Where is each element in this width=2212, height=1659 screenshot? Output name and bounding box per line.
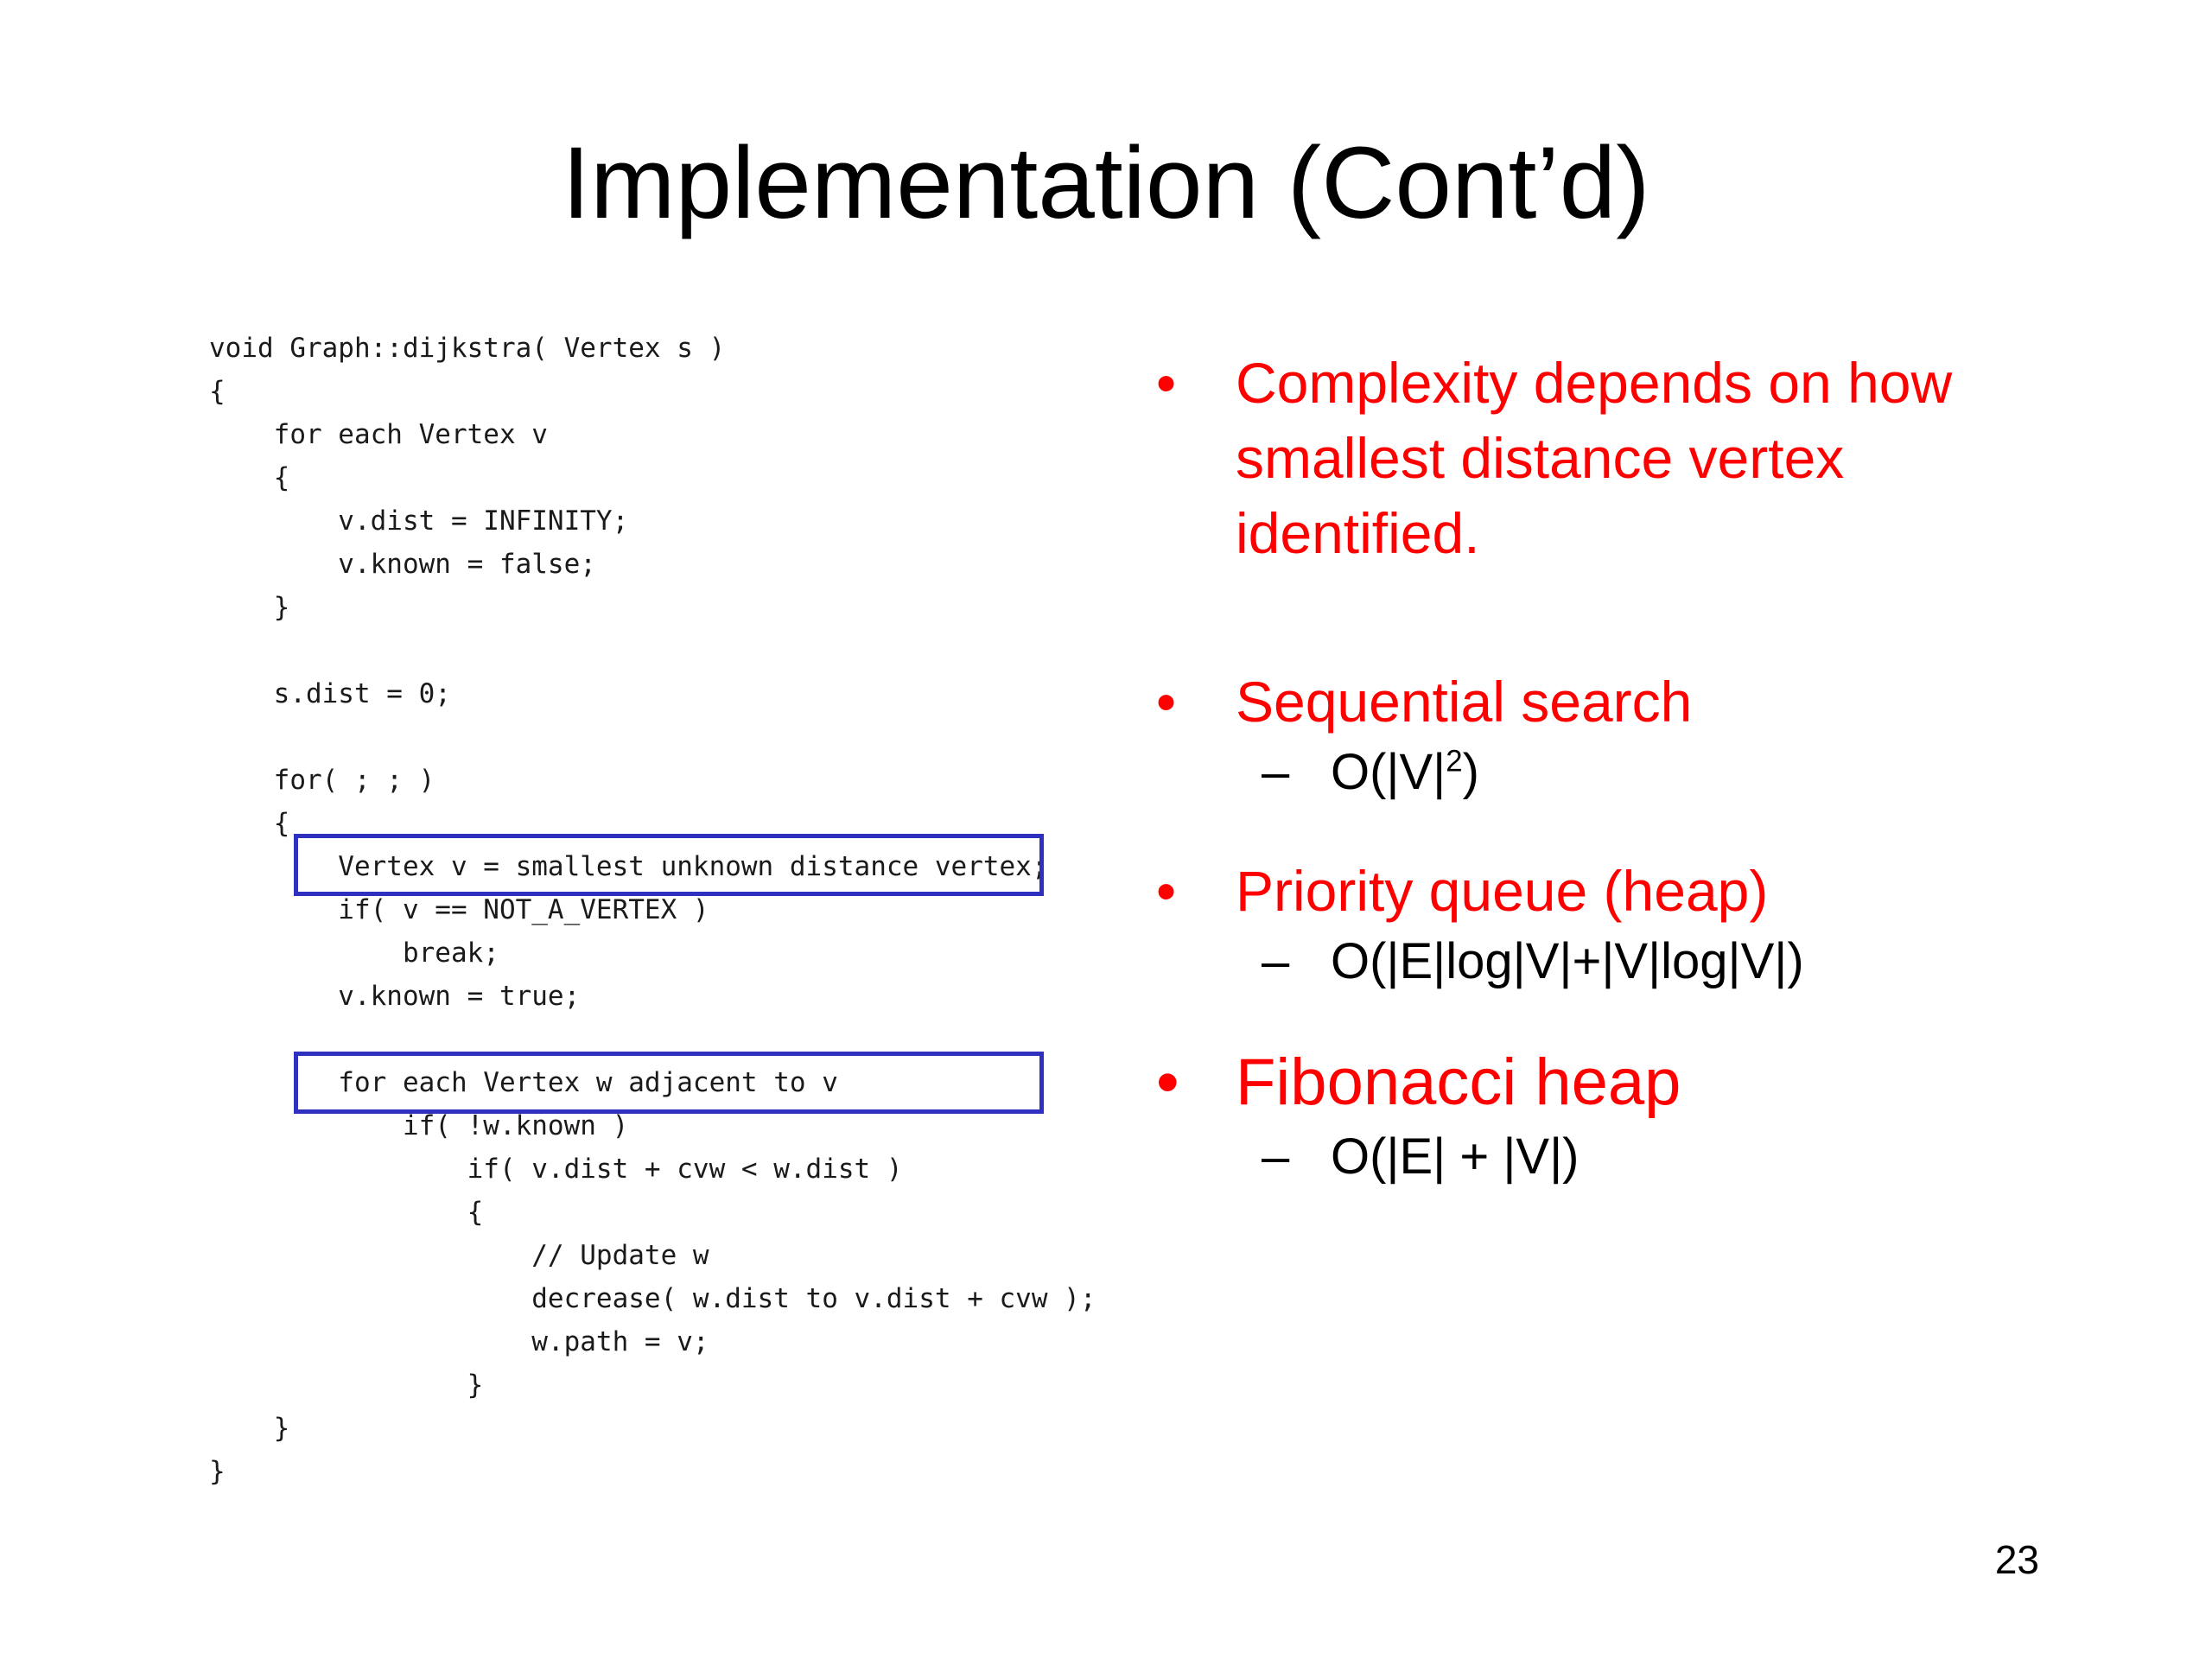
code-line: v.known = false; xyxy=(209,549,596,580)
code-line-highlighted: for each Vertex w adjacent to v xyxy=(209,1067,838,1098)
code-line: w.path = v; xyxy=(209,1326,709,1357)
code-line: } xyxy=(209,1413,290,1444)
bullet-text-line: Fibonacci heap xyxy=(1236,1046,1681,1119)
highlight-box-adjacent-loop xyxy=(294,1052,1044,1114)
code-line: v.dist = INFINITY; xyxy=(209,505,629,537)
highlight-box-smallest-vertex xyxy=(294,834,1044,896)
complexity-exponent: 2 xyxy=(1446,744,1463,779)
bullet-dot-icon: • xyxy=(1156,859,1177,923)
code-line: } xyxy=(209,1456,226,1487)
code-line: if( v.dist + cvw < w.dist ) xyxy=(209,1154,903,1185)
bullet-text-line: Complexity depends on how xyxy=(1236,351,1953,415)
dash-icon: – xyxy=(1262,1128,1290,1185)
dash-icon: – xyxy=(1262,933,1290,989)
sub-bullet-sequential: – O(|V|2) xyxy=(1141,740,2108,805)
code-line xyxy=(209,629,1096,672)
code-line: // Update w xyxy=(209,1240,709,1271)
code-line xyxy=(209,715,1096,759)
code-line: if( !w.known ) xyxy=(209,1110,629,1141)
complexity-text: O(|E| + |V|) xyxy=(1331,1128,1580,1185)
code-line: void Graph::dijkstra( Vertex s ) xyxy=(209,333,726,364)
page-number: 23 xyxy=(1994,1537,2039,1582)
bullet-text-line: identified. xyxy=(1236,501,1480,565)
bullet-text-line: smallest distance vertex xyxy=(1236,426,1845,490)
code-line: { xyxy=(209,376,226,407)
code-line-highlighted: Vertex v = smallest unknown distance ver… xyxy=(209,851,1048,882)
code-line: break; xyxy=(209,938,499,969)
bullet-text-line: Sequential search xyxy=(1236,670,1693,734)
code-line: { xyxy=(209,1197,484,1228)
code-line: } xyxy=(209,592,290,623)
code-line: } xyxy=(209,1370,484,1401)
code-line: v.known = true; xyxy=(209,981,581,1012)
bullet-complexity: • Complexity depends on how smallest dis… xyxy=(1141,346,2108,571)
bullet-fibonacci-heap: • Fibonacci heap xyxy=(1141,1041,2108,1124)
complexity-text: O(|E|log|V|+|V|log|V|) xyxy=(1331,933,1804,989)
bullet-dot-icon: • xyxy=(1156,1046,1179,1119)
sub-bullet-fibonacci: – O(|E| + |V|) xyxy=(1141,1124,2108,1190)
dash-icon: – xyxy=(1262,744,1290,800)
bullet-dot-icon: • xyxy=(1156,670,1177,734)
code-line: for each Vertex v xyxy=(209,419,548,450)
bullet-priority-queue: • Priority queue (heap) xyxy=(1141,854,2108,929)
bullet-text-line: Priority queue (heap) xyxy=(1236,859,1769,923)
bullet-sequential-search: • Sequential search xyxy=(1141,664,2108,740)
code-line: decrease( w.dist to v.dist + cvw ); xyxy=(209,1283,1096,1314)
slide-title: Implementation (Cont’d) xyxy=(562,126,1650,240)
code-line: if( v == NOT_A_VERTEX ) xyxy=(209,894,709,925)
code-block: void Graph::dijkstra( Vertex s ) { for e… xyxy=(209,327,1096,1493)
code-line: { xyxy=(209,462,290,493)
code-line: s.dist = 0; xyxy=(209,678,451,709)
bullet-list: • Complexity depends on how smallest dis… xyxy=(1141,346,2108,1190)
code-line: { xyxy=(209,808,290,839)
complexity-tail: ) xyxy=(1462,744,1479,800)
code-line: for( ; ; ) xyxy=(209,765,435,796)
complexity-text: O(|V| xyxy=(1331,744,1446,800)
sub-bullet-priority-queue: – O(|E|log|V|+|V|log|V|) xyxy=(1141,929,2108,995)
bullet-dot-icon: • xyxy=(1156,351,1177,415)
